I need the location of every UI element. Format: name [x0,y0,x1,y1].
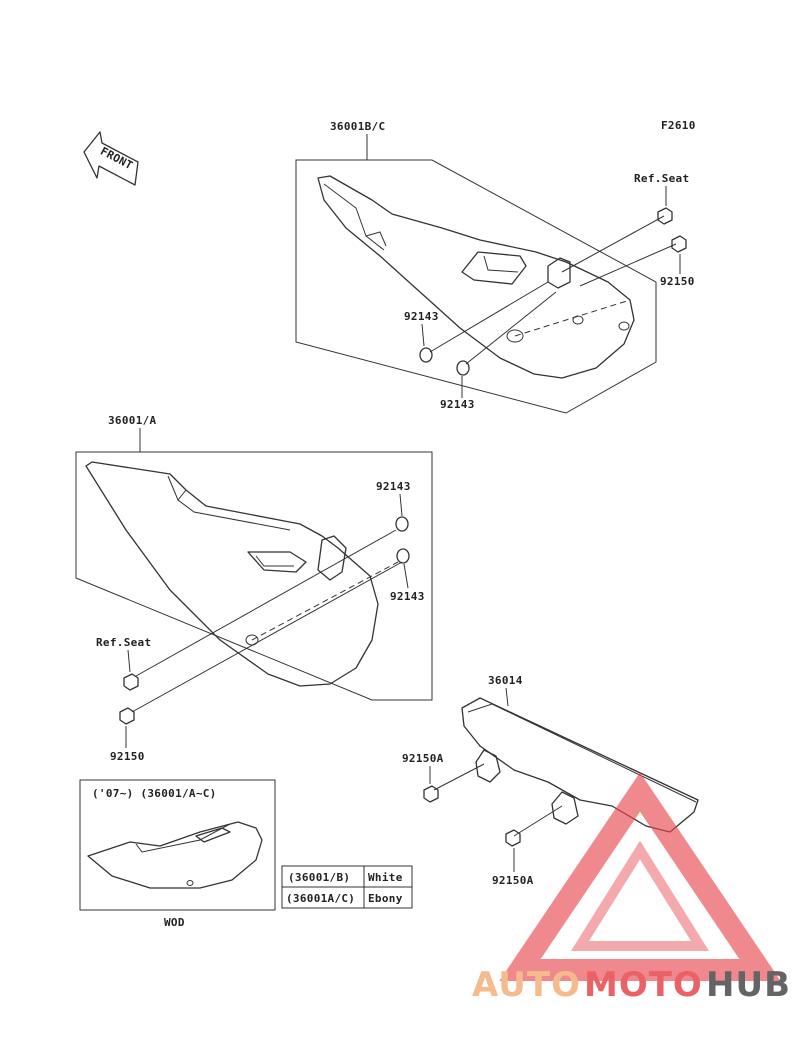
label-washer-mid-a: 92143 [376,480,411,493]
bolt-icon [123,673,139,691]
washer-icon [396,548,410,564]
inset-caption: WOD [164,916,185,929]
color-table-part: (36001A/C) [286,892,355,905]
color-table-color: White [368,871,403,884]
watermark-part2: MOTO [584,965,703,1005]
label-washer-upper-b: 92143 [440,398,475,411]
label-upper-part: 36001B/C [330,120,385,133]
middle-side-cover-assembly: 36001/A 92143 92143 Ref.Seat 92150 [75,414,433,763]
label-guard-part: 36014 [488,674,523,687]
bolt-icon [423,785,439,803]
label-middle-part: 36001/A [108,414,157,427]
bolt-icon [119,707,135,725]
label-bolt-mid: 92150 [110,750,145,763]
bolt-icon [671,235,687,253]
label-washer-mid-b: 92143 [390,590,425,603]
label-bolt-guard-a: 92150A [402,752,444,765]
label-ref-seat-mid: Ref.Seat [96,636,151,649]
washer-icon [456,360,470,376]
color-table-color: Ebony [368,892,403,905]
model-inset: ('07~) (36001/A~C) WOD [79,779,276,929]
color-table-part: (36001/B) [288,871,350,884]
label-bolt-guard-b: 92150A [492,874,534,887]
watermark-part3: HUB [706,965,791,1005]
washer-icon [419,347,433,363]
front-arrow-icon: FRONT [83,131,139,186]
label-washer-upper-a: 92143 [404,310,439,323]
bolt-icon [657,207,673,225]
inset-heading: ('07~) (36001/A~C) [92,787,217,800]
diagram-id: F2610 [661,119,696,132]
upper-side-cover-assembly: 36001B/C Ref.Seat 92150 92143 [295,120,695,414]
color-table: (36001/B) White (36001A/C) Ebony [281,865,413,909]
label-bolt-upper: 92150 [660,275,695,288]
label-ref-seat-upper: Ref.Seat [634,172,689,185]
bolt-icon [505,829,521,847]
washer-icon [395,516,409,532]
automotohub-watermark-logo: AUTO MOTO HUB [472,772,791,1005]
watermark-part1: AUTO [472,965,581,1005]
chain-guard-assembly: 36014 92150A 92150A [402,674,699,887]
